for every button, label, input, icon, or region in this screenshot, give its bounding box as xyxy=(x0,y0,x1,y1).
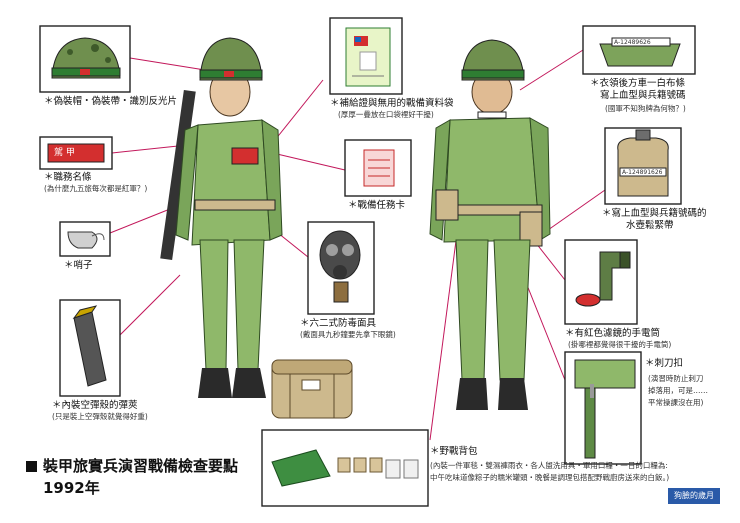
collar-note: (國軍不知狗牌為何物？) xyxy=(605,104,686,113)
title-bullet-icon xyxy=(26,461,37,472)
nametag-note: (為什麼九五旅每次都是紅軍？) xyxy=(44,184,148,193)
whistle-icon xyxy=(67,231,105,249)
collar-strip-icon xyxy=(599,37,681,67)
bayonet-note-1: (演習時防止刺刀 xyxy=(648,374,704,383)
canteen-label-1: ＊寫上血型與兵籍號碼的 xyxy=(602,208,707,219)
collar-strip-text: A-12489626 xyxy=(614,39,651,46)
backpack-note-1: (內裝一件軍毯・雙濕褲雨衣・各人盥洗用具・軍用口糧・一日的口糧為: xyxy=(430,461,668,470)
bayonet-note-3: 平常操課沒在用) xyxy=(648,398,704,407)
front-soldier-figure xyxy=(160,37,283,398)
bayonet-note-2: 掉落用，可是…… xyxy=(648,386,708,395)
backpack-icon xyxy=(271,359,353,419)
duty-card-icon xyxy=(363,149,395,187)
page-title-text: 裝甲旅實兵演習戰備檢查要點 xyxy=(43,457,239,475)
back-soldier-figure xyxy=(429,39,551,410)
flashlight-icon xyxy=(575,251,631,307)
gas-mask-icon xyxy=(319,230,361,303)
flashlight-label: ＊有紅色濾鏡的手電筒 xyxy=(565,328,661,339)
gas-mask-note: (戴面具九秒鐘要先拿下眼鏡) xyxy=(300,330,396,339)
gas-mask-label: ＊六二式防毒面具 xyxy=(300,318,377,329)
backpack-label: ＊野戰背包 xyxy=(430,446,478,457)
duty-card-label: ＊戰備任務卡 xyxy=(348,200,406,211)
id-card-note: (厚厚一疊放在口袋裡好干擾) xyxy=(338,110,434,119)
page-title: 裝甲旅實兵演習戰備檢查要點 xyxy=(26,455,238,476)
helmet-label: ＊偽裝帽・偽裝帶・識別反光片 xyxy=(44,96,178,107)
collar-label-1: ＊衣領後方車一白布條 xyxy=(590,78,686,89)
collar-label-2: 寫上血型與兵籍號碼 xyxy=(600,90,686,101)
watermark-badge: 狗臉的歲月 xyxy=(668,488,720,504)
canteen-strip-text: A-124891626 xyxy=(622,169,663,176)
nametag-text: 駕 甲 xyxy=(54,148,75,158)
magazine-label: ＊內裝空彈殼的彈莢 xyxy=(52,400,138,411)
nametag-icon xyxy=(47,143,105,163)
nametag-label: ＊職務名條 xyxy=(44,172,92,183)
id-card-label: ＊補給證與無用的戰備資料袋 xyxy=(330,98,454,109)
flashlight-note: (掛哪裡都覺得很干擾的手電筒) xyxy=(568,340,672,349)
whistle-label: ＊哨子 xyxy=(64,260,93,271)
bayonet-icon xyxy=(574,359,636,459)
page-year: 1992年 xyxy=(43,479,100,497)
canteen-icon xyxy=(617,129,669,197)
helmet-icon xyxy=(51,37,121,79)
pack-contents-icons xyxy=(271,449,419,487)
magazine-note: (只是裝上空彈殼就覺得好重) xyxy=(52,412,148,421)
whistle-box xyxy=(59,221,111,257)
id-card-icon xyxy=(345,27,391,87)
magazine-icon xyxy=(72,305,107,387)
bayonet-label: ＊刺刀扣 xyxy=(645,358,684,369)
backpack-note-2: 中午吃味道像粽子的糯米罐頭・晚餐是調理包搭配野戰廚房送來的白飯。) xyxy=(430,473,670,482)
canteen-label-2: 水壺鬆緊帶 xyxy=(626,220,674,231)
